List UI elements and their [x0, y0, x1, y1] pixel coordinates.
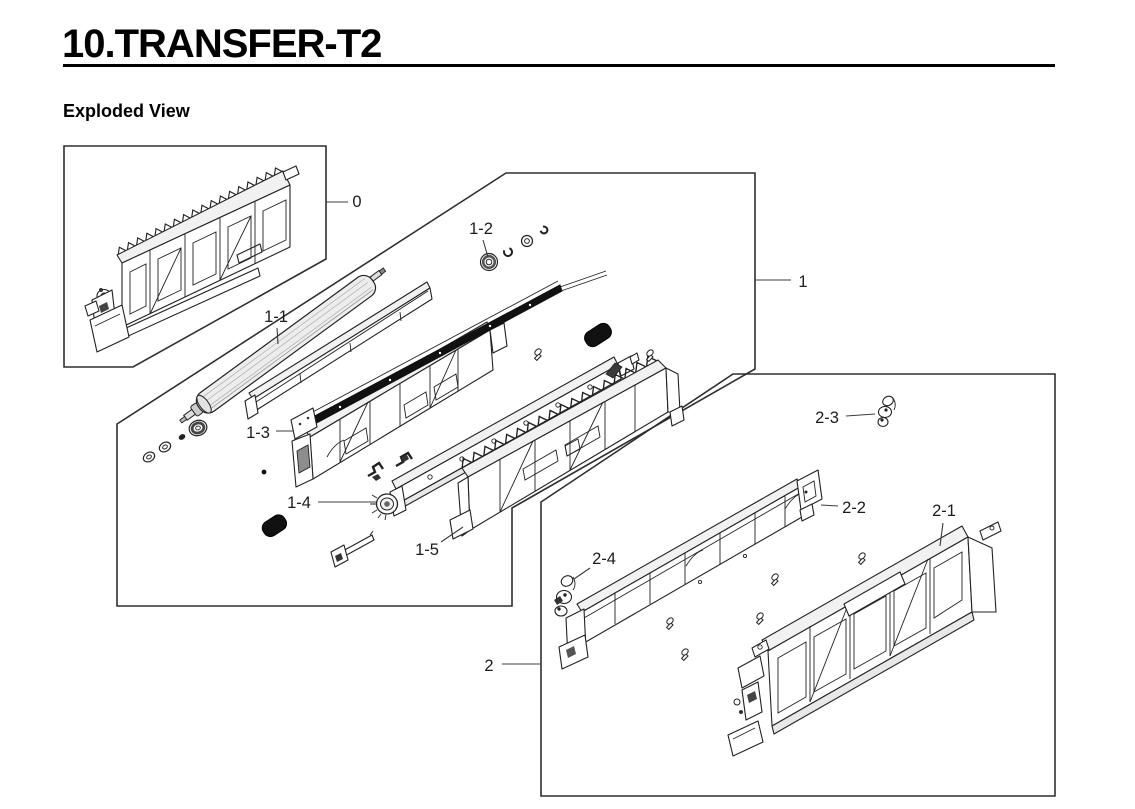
foam-pad-part	[261, 514, 288, 538]
callout-label-1-4: 1-4	[287, 494, 311, 512]
assembled-unit-part-0	[84, 165, 300, 353]
title-underline	[63, 64, 1055, 67]
callout-label-2-2: 2-2	[842, 499, 866, 517]
callout-label-1-2: 1-2	[469, 220, 493, 238]
latch-part-2-3	[877, 395, 896, 428]
foam-pad-part	[584, 322, 612, 348]
screw-part	[755, 611, 765, 625]
callout-label-2-4: 2-4	[592, 550, 616, 568]
screw-part	[665, 616, 675, 630]
guide-part-2-2	[558, 469, 823, 670]
group-box-0	[63, 145, 327, 368]
callout-label-2: 2	[484, 657, 493, 675]
group-box-2	[540, 373, 1056, 797]
page-title: 10.TRANSFER-T2	[62, 22, 382, 66]
callout-label-1-3: 1-3	[246, 424, 270, 442]
pin-part	[261, 469, 267, 475]
clip-part	[367, 461, 384, 481]
roller-part-1-1	[179, 267, 387, 424]
clip-part	[395, 451, 413, 468]
frame-part-1-5	[449, 352, 685, 540]
latch-part-2-4	[554, 575, 576, 617]
callout-label-1: 1	[798, 273, 807, 291]
screw-part	[857, 551, 867, 565]
group-box-1	[116, 172, 756, 607]
panel-part-2-1	[727, 521, 1002, 757]
callout-label-2-1: 2-1	[932, 502, 956, 520]
screw-part	[533, 347, 543, 361]
washer-row-parts	[142, 419, 208, 463]
cover-strip-part	[244, 281, 433, 420]
callout-label-1-1: 1-1	[264, 308, 288, 326]
screw-part	[680, 647, 690, 661]
blade-part-1-3	[290, 270, 608, 440]
callout-label-2-3: 2-3	[815, 409, 839, 427]
screw-part	[770, 572, 780, 586]
leader-lines	[276, 201, 944, 665]
callout-label-1-5: 1-5	[415, 541, 439, 559]
callout-label-0: 0	[352, 193, 361, 211]
bearing-set-part-1-2	[479, 225, 549, 272]
lever-bracket-part	[330, 530, 375, 568]
section-heading: Exploded View	[63, 101, 190, 121]
